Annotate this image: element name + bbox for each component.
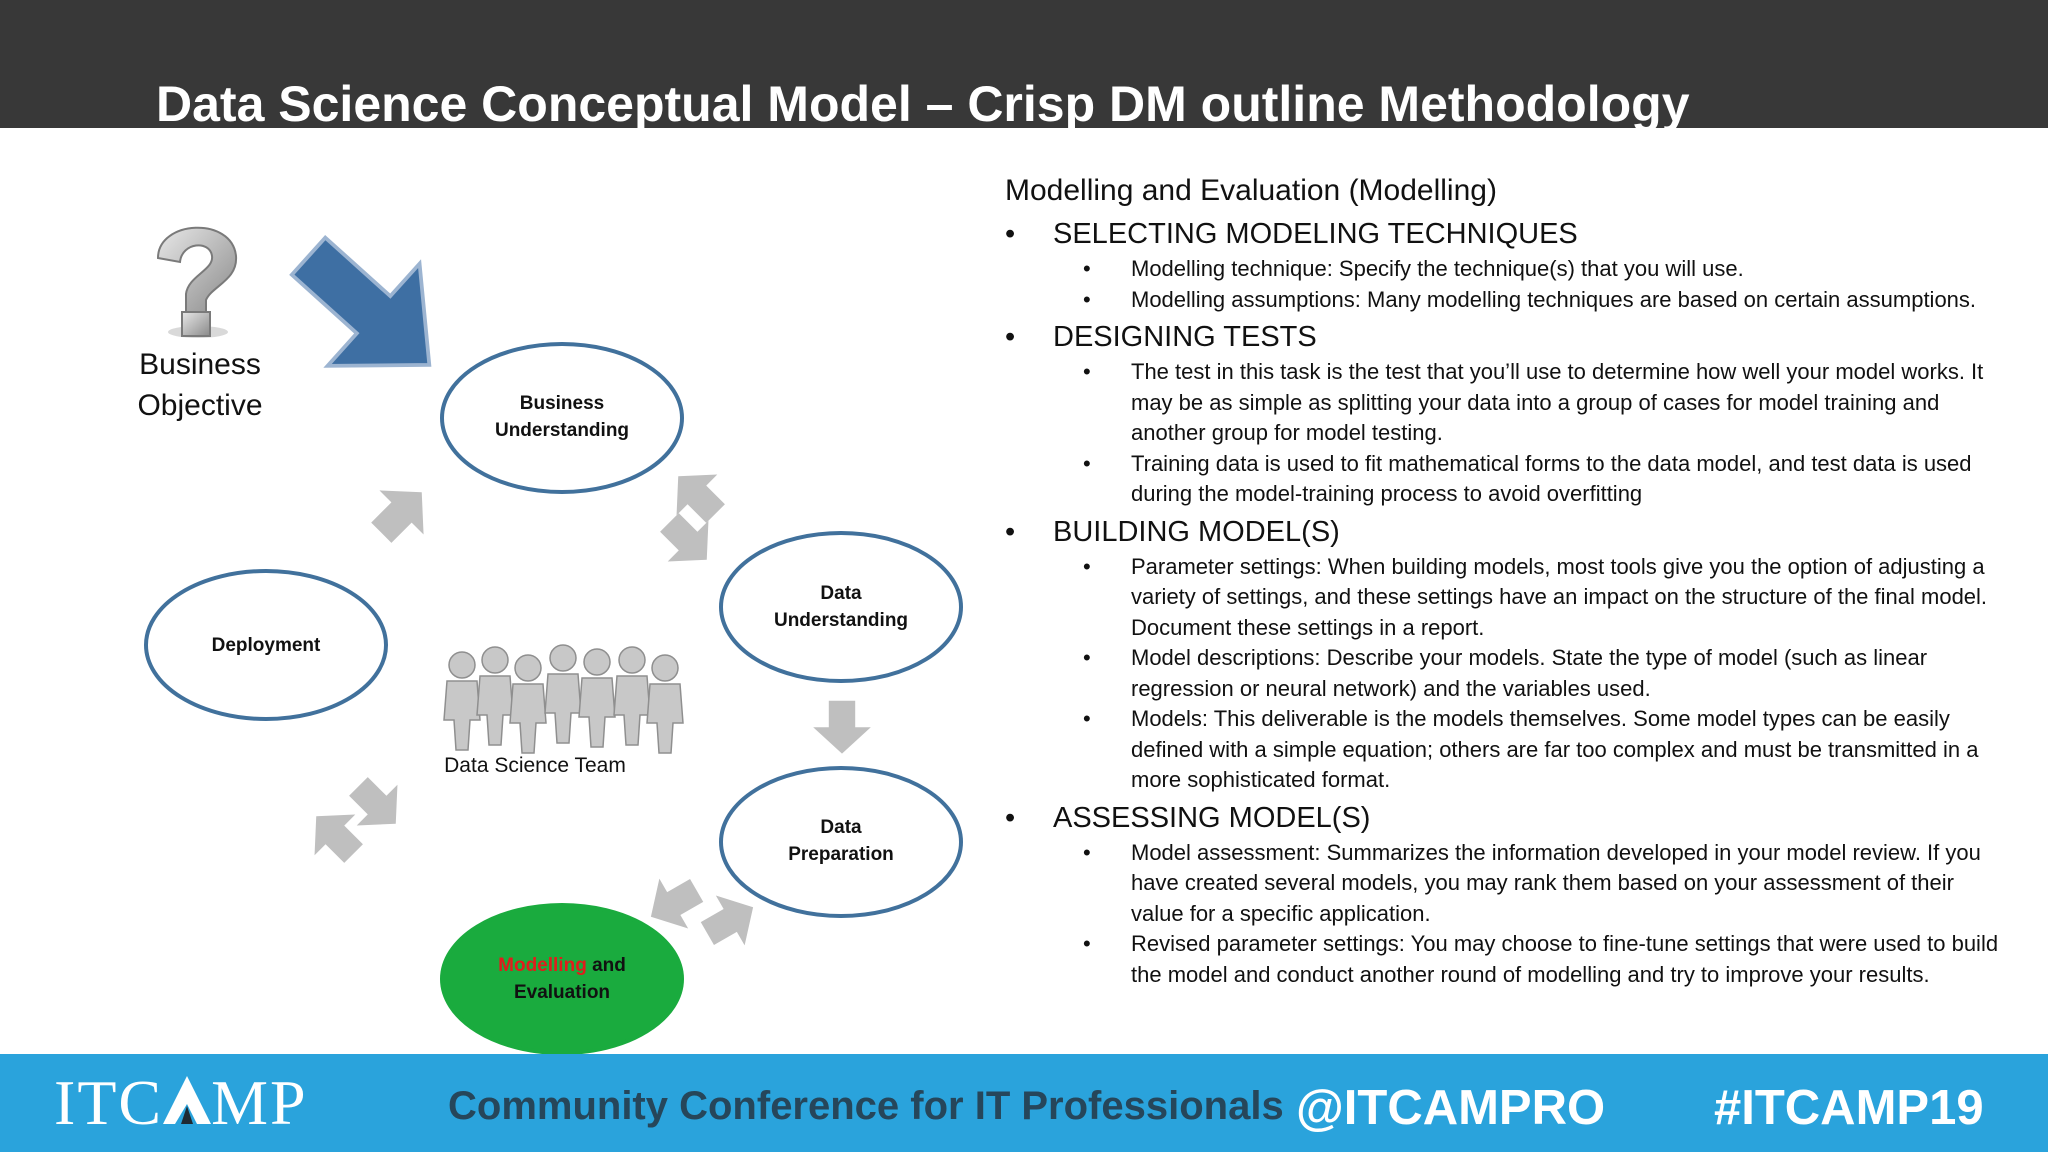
deployment-label: Deployment [211,635,321,656]
node-deployment [144,569,388,721]
section-bullet: • [1005,321,1016,353]
section-title-text: DESIGNING TESTS [1053,321,1317,353]
title-bar: Data Science Conceptual Model – Crisp DM… [0,0,2048,128]
modelling-evaluation-label: Modelling and Evaluation [442,952,682,1006]
modelling-word: Modelling [498,955,587,976]
section-title: • ASSESSING MODEL(S) [1005,798,2005,838]
data-understanding-label: Data Understanding [773,583,909,631]
slide-title: Data Science Conceptual Model – Crisp DM… [156,76,1690,128]
list-item-text: Parameter settings: When building models… [1131,553,1988,640]
footer-handle: @ITCAMPRO [1296,1081,1606,1135]
list-item: • Parameter settings: When building model… [1005,552,2005,644]
item-bullet: • [1083,286,1091,312]
item-bullet: • [1083,359,1091,384]
list-item: • Modelling technique: Specify the techni… [1005,254,2005,285]
business-understanding-label: Business Understanding [494,393,630,441]
content-heading: Modelling and Evaluation (Modelling) [1005,174,1497,207]
itcamp-logo: ITC MP [54,1070,308,1136]
list-item-text: Models: This deliverable is the models t… [1131,706,1979,792]
section-title-text: SELECTING MODELING TECHNIQUES [1053,218,1578,250]
section-bullet: • [1005,801,1016,834]
logo-triangle-icon [163,1074,212,1124]
list-item: • Model assessment: Summarizes the inform… [1005,838,2005,930]
list-item-text: Modelling assumptions: Many modelling te… [1131,286,1977,312]
footer-bar: ITC MP Community Conference for IT Profes… [0,1054,2048,1152]
item-bullet: • [1083,256,1091,281]
item-bullet: • [1083,553,1091,579]
node-business-understanding [440,342,684,494]
footer-hashtag: #ITCAMP19 [1714,1081,1984,1135]
node-data-understanding [719,531,963,683]
item-bullet: • [1083,450,1091,476]
section-bullet: • [1005,515,1016,548]
arrow-business-to-data [649,502,728,581]
list-item-text: Training data is used to fit mathematica… [1131,450,1972,507]
arrow-data-to-business [657,455,736,534]
business-objective-label: Business Objective [137,348,263,422]
section-bullet: • [1005,218,1016,250]
logo-text-left: ITC [54,1067,164,1138]
section-title: • BUILDING MODEL(S) [1005,512,2005,552]
big-blue-arrow [289,234,432,368]
team-label: Data Science Team [444,754,626,777]
crisp-dm-diagram [144,226,963,1054]
list-item: • Model descriptions: Describe your model… [1005,643,2005,704]
arrow-deploy-to-business [359,470,444,555]
footer-tagline: Community Conference for IT Professional… [448,1084,1284,1128]
list-item-text: Model descriptions: Describe your models… [1131,645,1928,701]
list-item: • The test in this task is the test that … [1005,357,2005,449]
item-bullet: • [1083,839,1091,865]
item-bullet: • [1083,931,1091,956]
list-item: • Training data is used to fit mathematic… [1005,449,2005,510]
data-preparation-label: Data Preparation [788,817,894,865]
item-bullet: • [1083,645,1091,670]
section-title: • DESIGNING TESTS [1005,317,2005,357]
section-title-text: ASSESSING MODEL(S) [1053,801,1371,834]
modelling-rest: and Evaluation [513,955,626,1003]
section-title-text: BUILDING MODEL(S) [1053,515,1340,548]
node-data-preparation [719,766,963,918]
arrow-understanding-to-preparation [813,700,871,754]
list-item: • Modelling assumptions: Many modelling t… [1005,285,2005,316]
list-item-text: Modelling technique: Specify the techniq… [1131,256,1744,281]
list-item-text: The test in this task is the test that y… [1131,359,1984,445]
logo-text-right: MP [211,1067,308,1138]
list-item-text: Revised parameter settings: You may choo… [1131,931,1999,987]
list-item: • Revised parameter settings: You may cho… [1005,929,2005,990]
list-item-text: Model assessment: Summarizes the informa… [1131,839,1981,926]
item-bullet: • [1083,706,1091,731]
content-panel: Modelling and Evaluation (Modelling) • SE… [1005,170,2005,990]
node-modelling-evaluation [440,903,684,1054]
question-mark-icon [156,226,238,338]
section-title: • SELECTING MODELING TECHNIQUES [1005,214,2005,254]
list-item: • Models: This deliverable is the models … [1005,704,2005,796]
